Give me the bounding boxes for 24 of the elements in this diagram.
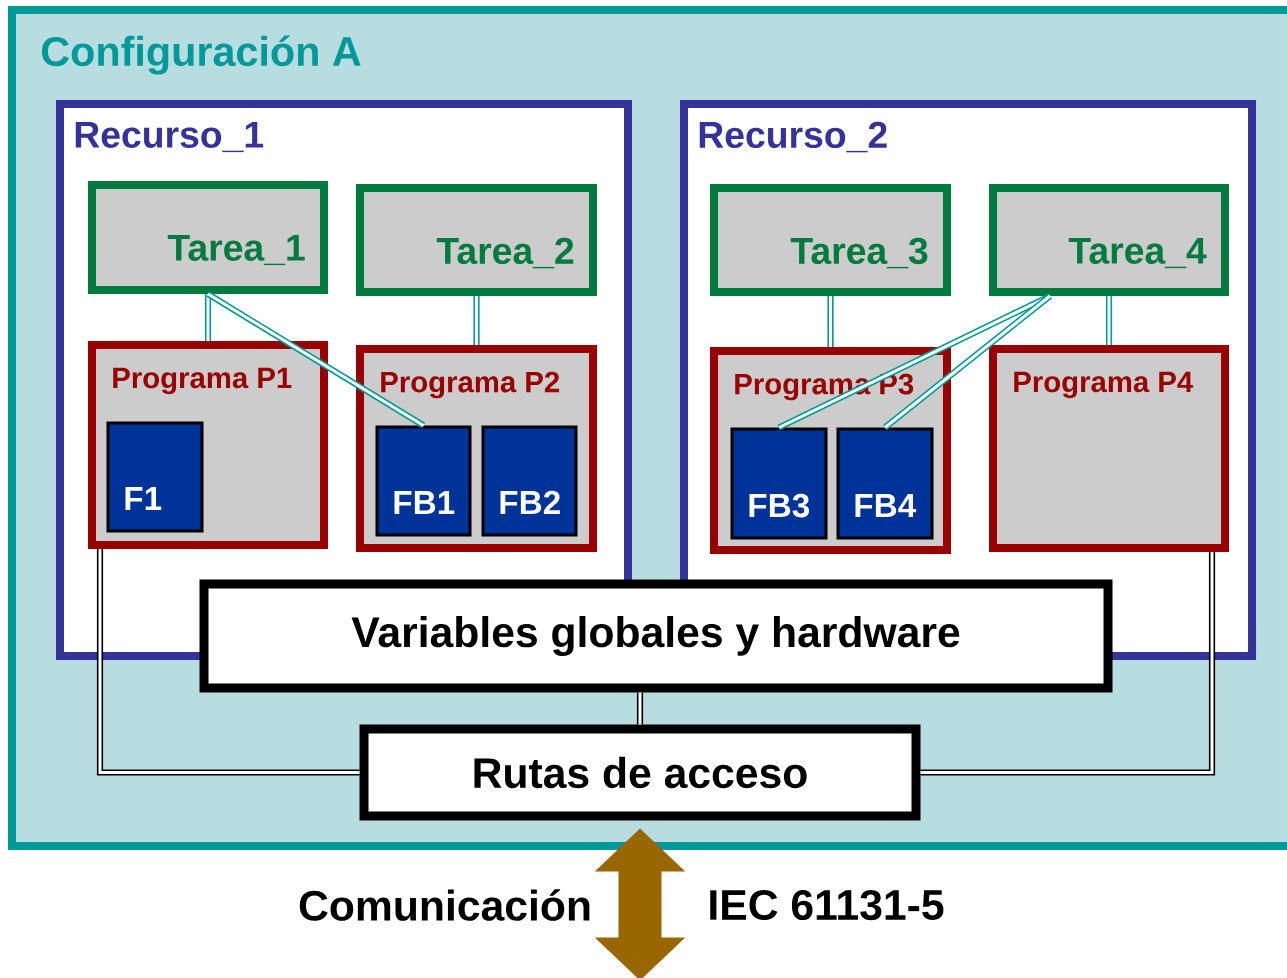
connector-line xyxy=(206,291,426,429)
connector-line xyxy=(1105,296,1113,345)
connector-line xyxy=(96,549,360,776)
connector-line xyxy=(827,296,834,347)
caption-text: Comunicación xyxy=(299,889,590,921)
system-box: Variables globales y hardware xyxy=(199,579,1113,693)
function-block: F1 xyxy=(106,421,204,533)
task-box: Tarea_2 xyxy=(356,184,597,296)
task-box: Tarea_3 xyxy=(710,184,951,296)
connector-line xyxy=(473,296,480,345)
function-block: FB4 xyxy=(836,427,934,540)
connector-line xyxy=(636,692,644,725)
caption-text: IEC 61131-5 xyxy=(710,889,944,921)
system-box: Rutas de acceso xyxy=(359,724,921,821)
task-box: Tarea_1 xyxy=(88,181,328,294)
function-block: FB3 xyxy=(730,427,828,540)
program-box: Programa P4 xyxy=(989,345,1229,552)
connector-line xyxy=(204,294,212,341)
function-block: FB2 xyxy=(481,425,578,537)
connector-line xyxy=(777,293,1052,431)
task-box: Tarea_4 xyxy=(989,184,1229,296)
connector-line xyxy=(920,552,1216,776)
connector-line xyxy=(883,293,1052,430)
function-block: FB1 xyxy=(375,425,472,537)
